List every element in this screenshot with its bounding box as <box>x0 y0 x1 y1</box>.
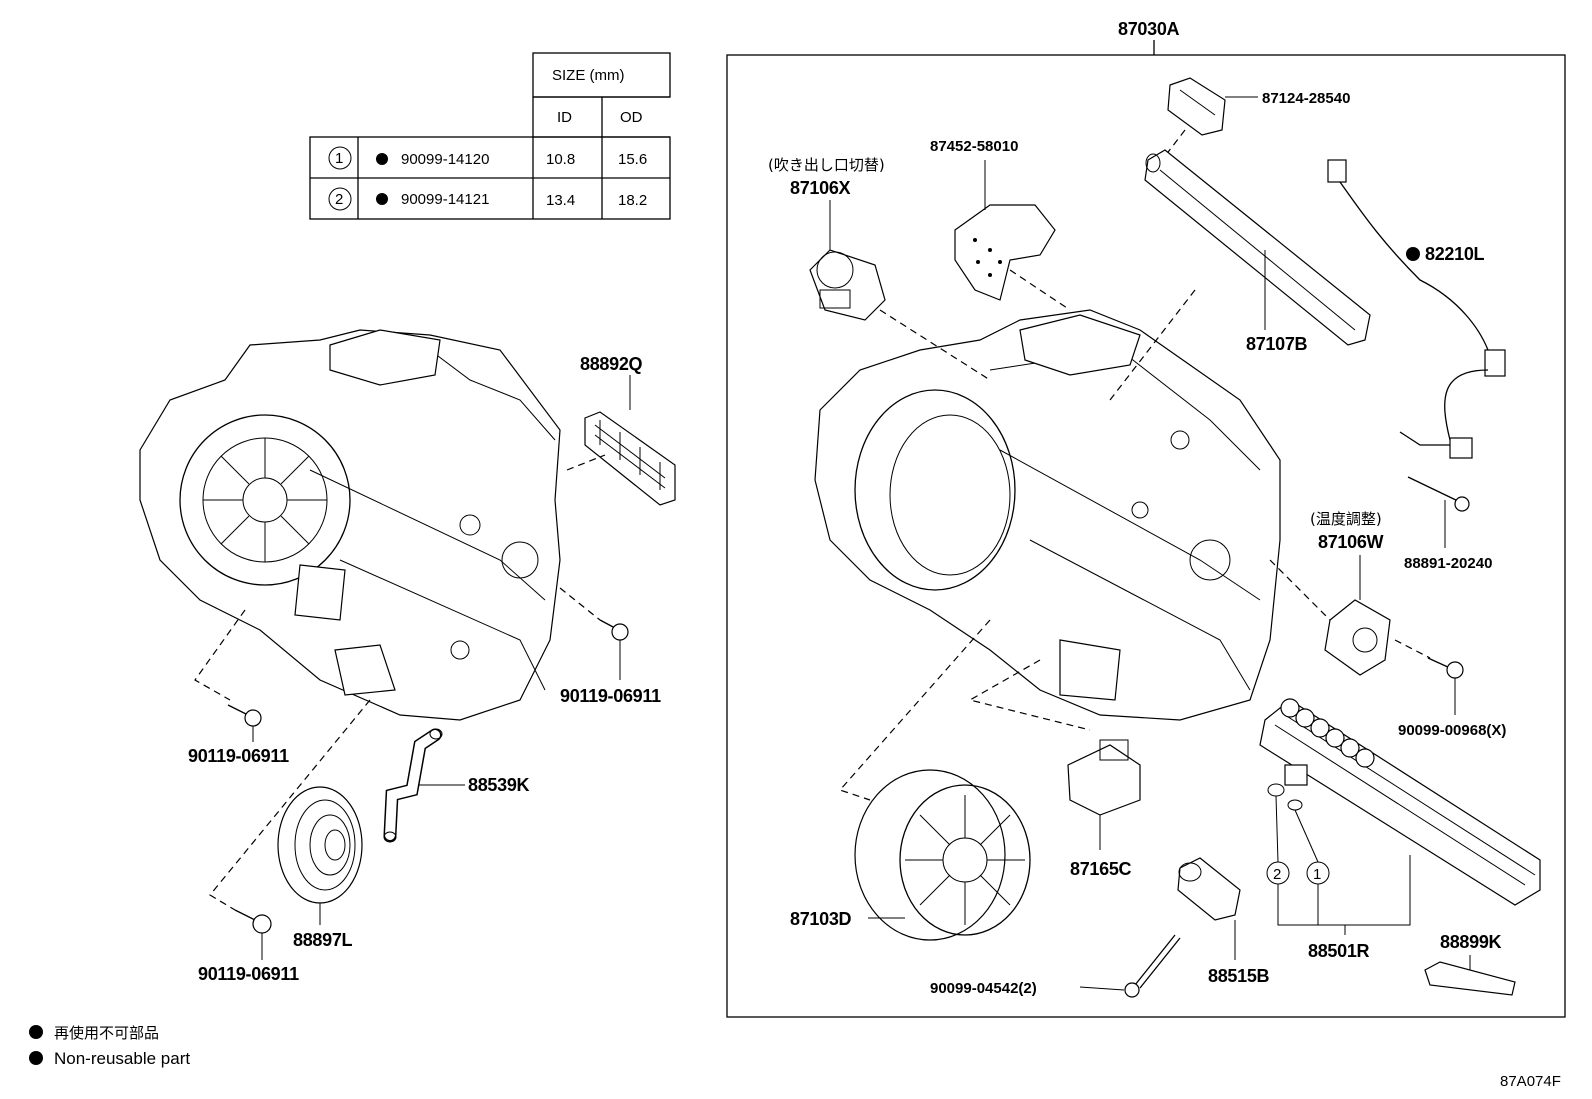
size-table-header: SIZE (mm) <box>552 67 625 84</box>
label-88501r: 88501R <box>1308 941 1370 961</box>
label-88539k: 88539K <box>468 775 530 795</box>
size-row-1-index: 1 <box>335 150 343 167</box>
label-circle-1: 1 <box>1313 866 1321 883</box>
size-row-2-index: 2 <box>335 191 343 208</box>
label-88892q: 88892Q <box>580 354 643 374</box>
part-87106w <box>1324 599 1391 676</box>
part-87452 <box>954 204 1056 301</box>
hvac-unit-left <box>139 329 561 721</box>
size-row-1-part: 90099-14120 <box>401 151 489 168</box>
label-87124: 87124-28540 <box>1262 90 1350 107</box>
legend-jp: 再使用不可部品 <box>54 1024 159 1042</box>
screw-90119-right <box>599 619 629 641</box>
label-90119-bottom: 90119-06911 <box>198 964 299 984</box>
non-reusable-bullet-icon <box>1406 247 1420 261</box>
size-row-2-part: 90099-14121 <box>401 191 489 208</box>
valve-88515b <box>1177 857 1241 921</box>
size-table-col-id: ID <box>557 109 572 126</box>
sensor-88891 <box>1407 476 1470 512</box>
non-reusable-bullet-icon <box>376 153 388 165</box>
blower-87103d <box>854 769 1031 941</box>
size-row-1-id: 10.8 <box>546 151 575 168</box>
o-ring-2 <box>1267 783 1285 797</box>
seal-88897l <box>277 786 363 904</box>
filter-88892q <box>584 411 676 506</box>
non-reusable-bullet-icon <box>29 1051 43 1065</box>
screw-90099-00968 <box>1427 657 1464 679</box>
label-82210l: 82210L <box>1425 244 1485 264</box>
label-88897l: 88897L <box>293 930 353 950</box>
label-88899k: 88899K <box>1440 932 1502 952</box>
screw-90119-bottom <box>234 909 272 934</box>
o-ring-1 <box>1287 799 1303 811</box>
label-88891: 88891-20240 <box>1404 555 1492 572</box>
hose-88539k <box>383 728 443 843</box>
size-row-1-od: 15.6 <box>618 151 647 168</box>
screw-90119-lower <box>227 704 262 727</box>
label-87103d: 87103D <box>790 909 852 929</box>
non-reusable-bullet-icon <box>29 1025 43 1039</box>
part-87107b <box>1144 149 1371 346</box>
label-90099-00968: 90099-00968(X) <box>1398 722 1506 739</box>
assembly-frame <box>726 54 1566 1018</box>
heater-core-88501r <box>1259 698 1541 906</box>
assembly-label: 87030A <box>1118 19 1180 39</box>
size-table-col-od: OD <box>620 109 643 126</box>
label-88515b: 88515B <box>1208 966 1270 986</box>
label-87107b: 87107B <box>1246 334 1308 354</box>
size-row-2-id: 13.4 <box>546 192 575 209</box>
size-row-2-od: 18.2 <box>618 192 647 209</box>
label-87106x-jp: (吹き出し口切替) <box>768 156 885 174</box>
part-87165c <box>1067 739 1141 816</box>
part-87124 <box>1167 77 1226 136</box>
legend: 再使用不可部品 Non-reusable part <box>29 1024 190 1068</box>
label-87165c: 87165C <box>1070 859 1132 879</box>
label-circle-2: 2 <box>1273 866 1281 883</box>
size-table: SIZE (mm) ID OD 1 90099-14120 10.8 15.6 … <box>309 52 671 220</box>
legend-en: Non-reusable part <box>54 1049 190 1068</box>
label-90099-04542: 90099-04542(2) <box>930 980 1037 997</box>
label-90119-lower: 90119-06911 <box>188 746 289 766</box>
label-87106x: 87106X <box>790 178 851 198</box>
part-87106x <box>809 249 886 321</box>
label-87106w: 87106W <box>1318 532 1384 552</box>
figure-code: 87A074F <box>1500 1073 1561 1090</box>
part-88899k <box>1424 961 1516 996</box>
label-90119-right: 90119-06911 <box>560 686 661 706</box>
label-87106w-jp: (温度調整) <box>1310 510 1382 528</box>
label-87452: 87452-58010 <box>930 138 1018 155</box>
bolt-90099-04542 <box>1124 934 1181 998</box>
non-reusable-bullet-icon <box>376 193 388 205</box>
harness-82210l <box>1327 159 1506 459</box>
hvac-unit-right <box>814 309 1281 721</box>
